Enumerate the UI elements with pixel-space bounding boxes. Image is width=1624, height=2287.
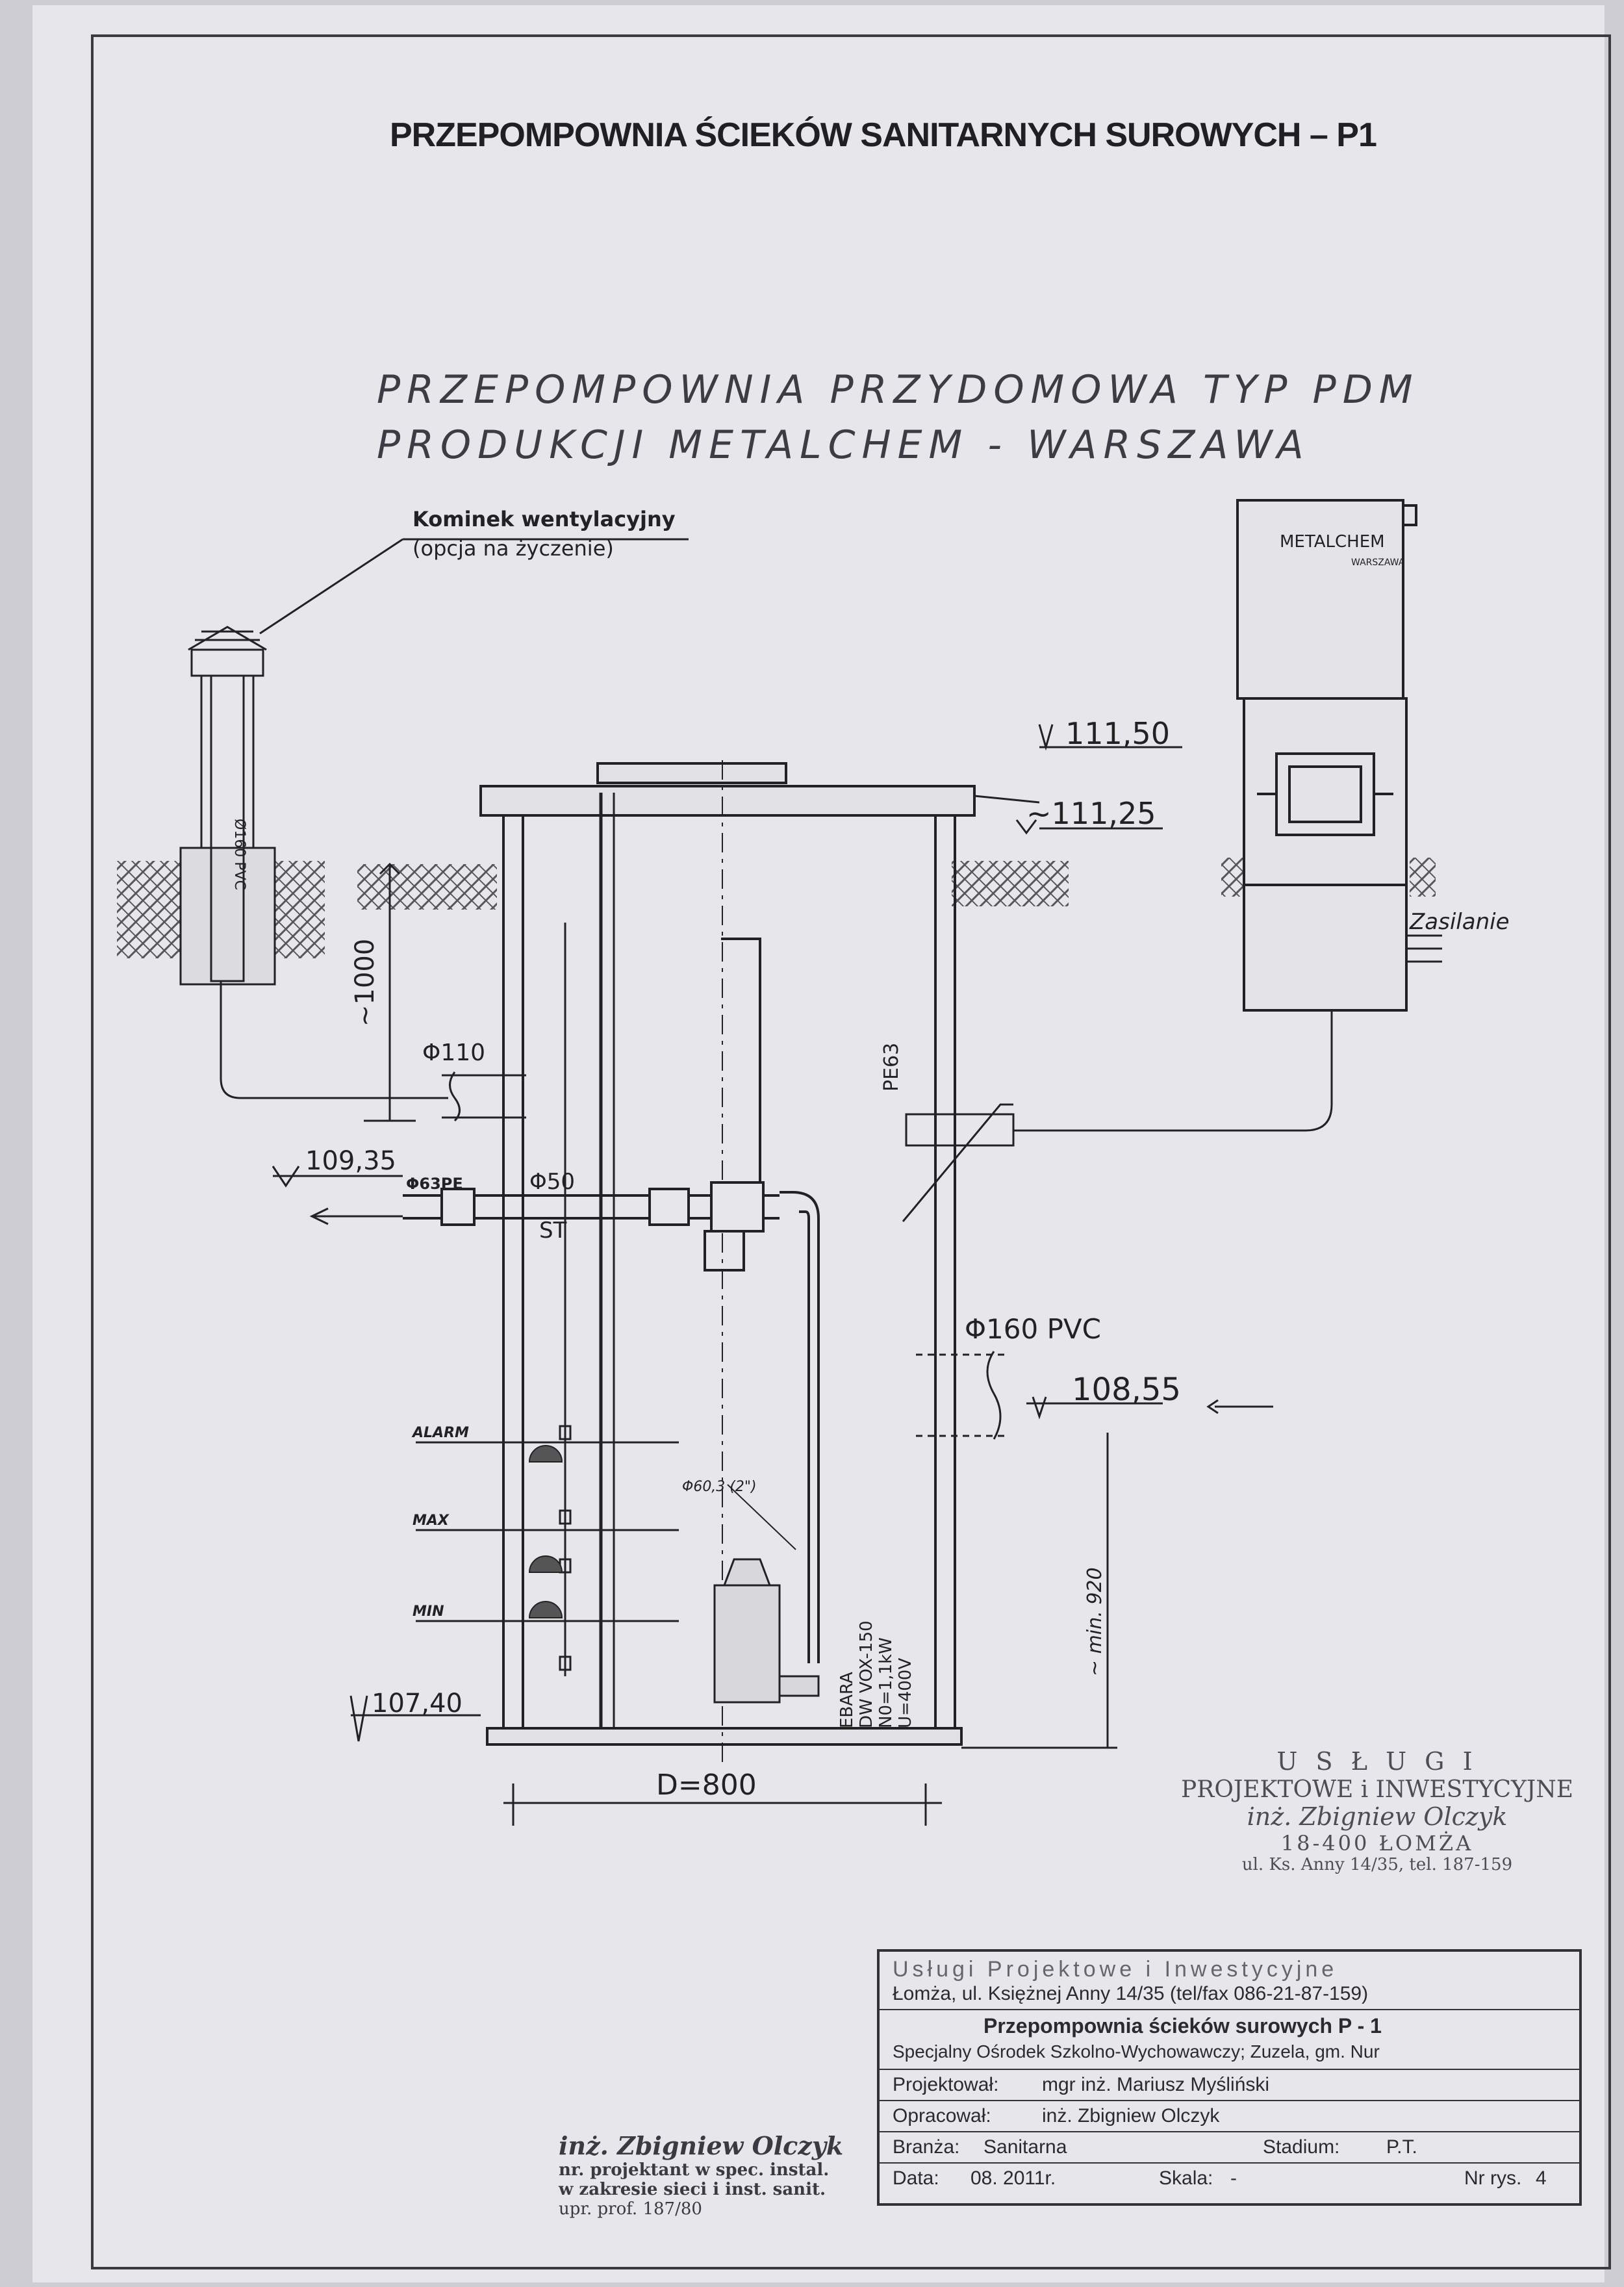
title-block: Usługi Projektowe i Inwestycyjne Łomża, … — [877, 1949, 1582, 2206]
elev-108-55: 108,55 — [1072, 1372, 1181, 1408]
stamp-line-3: inż. Zbigniew Olczyk — [1247, 1802, 1508, 1832]
depth-label: ~1000 — [350, 939, 380, 1027]
phi160-label: Φ160 PVC — [965, 1313, 1101, 1345]
tb-stage-label: Stadium: — [1263, 2136, 1340, 2158]
bottom-elevation — [349, 1695, 481, 1742]
tb-drawing-label: Nr rys. — [1464, 2167, 1522, 2189]
elev-107-40: 107,40 — [372, 1689, 463, 1718]
tb-company: Usługi Projektowe i Inwestycyjne — [893, 1957, 1338, 1982]
alarm-label: ALARM — [411, 1425, 469, 1441]
phi50-label: Φ50 — [529, 1169, 575, 1195]
pe63-cable-label: PE63 — [880, 1043, 903, 1092]
supply-lines — [1406, 934, 1442, 963]
inlet-110 — [442, 1071, 526, 1122]
drawing-sheet — [32, 5, 1611, 2282]
ground-left-mid — [357, 864, 497, 910]
float-switch-rod — [559, 923, 572, 1676]
inlet-160 — [916, 1351, 1273, 1440]
stamp-line-1: U S Ł U G I — [1276, 1747, 1478, 1776]
diameter-label: D=800 — [656, 1769, 757, 1802]
vent-chimney — [179, 626, 448, 1099]
power-cable — [902, 1010, 1333, 1222]
elev-109-35: 109,35 — [305, 1146, 396, 1176]
tb-date-label: Data: — [893, 2167, 939, 2189]
zasilanie-label: Zasilanie — [1409, 909, 1509, 935]
depth-dimension — [364, 862, 416, 1122]
main-title: PRZEPOMPOWNIA ŚCIEKÓW SANITARNYCH SUROWY… — [390, 116, 1377, 154]
signature-line-4: upr. prof. 187/80 — [559, 2199, 702, 2219]
subtitle-line-1: PRZEPOMPOWNIA PRZYDOMOWA TYP PDM — [377, 367, 1419, 413]
diameter-dimension — [503, 1783, 942, 1826]
pump-tank — [479, 760, 976, 1767]
elev-111-25: ~111,25 — [1026, 796, 1156, 831]
signature-line-3: w zakresie sieci i inst. sanit. — [559, 2180, 826, 2199]
min-label: MIN — [412, 1603, 444, 1620]
stamp-line-5: ul. Ks. Anny 14/35, tel. 187-159 — [1241, 1854, 1513, 1874]
pump-label-2: DW VOX-150 — [857, 1620, 876, 1728]
ground-cabinet-right — [1410, 858, 1436, 897]
phi110-label: Φ110 — [422, 1040, 485, 1066]
tb-address: Łomża, ul. Księżnej Anny 14/35 (tel/fax … — [893, 1983, 1369, 2004]
control-cabinet — [1236, 499, 1417, 1012]
stamp-line-4: 18-400 ŁOMŻA — [1280, 1830, 1474, 1856]
vent-note: (opcja na życzenie) — [412, 536, 614, 561]
tb-prepared-label: Opracował: — [893, 2105, 991, 2127]
designer-stamp: U S Ł U G I PROJEKTOWE i INWESTYCYJNE in… — [1156, 1747, 1598, 1874]
stamp-line-2: PROJEKTOWE i INWESTYCYJNE — [1181, 1776, 1573, 1803]
tb-scale-label: Skala: — [1159, 2167, 1213, 2189]
tb-scale: - — [1230, 2167, 1237, 2189]
top-elevations — [974, 724, 1182, 835]
tb-designer-label: Projektował: — [893, 2074, 999, 2095]
signature-line-2: nr. projektant w spec. instal. — [559, 2160, 830, 2180]
pump-label-3: N0=1,1kW — [876, 1637, 896, 1728]
submersible-pump — [713, 1558, 820, 1704]
max-label: MAX — [412, 1513, 450, 1529]
ground-right — [952, 861, 1069, 906]
pump-label-4: U=400V — [896, 1658, 915, 1728]
subtitle-line-2: PRODUKCJI METALCHEM - WARSZAWA — [377, 422, 1310, 468]
tb-project: Przepompownia ścieków surowych P - 1 — [983, 2014, 1382, 2038]
signature-line-1: inż. Zbigniew Olczyk — [559, 2131, 844, 2160]
pressure-pipe — [403, 938, 820, 1663]
tb-branch-label: Branża: — [893, 2136, 960, 2158]
tb-stage: P.T. — [1386, 2136, 1417, 2158]
cabinet-brand: METALCHEM — [1280, 532, 1385, 552]
tb-date: 08. 2011r. — [971, 2167, 1056, 2189]
st-label: ST — [539, 1218, 567, 1244]
pe63-pipe-label: Φ63PE — [406, 1175, 463, 1193]
pipe-2in-label: Φ60,3 (2") — [682, 1479, 757, 1495]
sheet-frame — [91, 34, 1611, 2269]
min920-dimension — [961, 1433, 1117, 1749]
tb-designer: mgr inż. Mariusz Myśliński — [1042, 2074, 1270, 2095]
signature-stamp: inż. Zbigniew Olczyk nr. projektant w sp… — [559, 2131, 843, 2219]
vent-pipe-label: Ø160 PVC — [231, 819, 247, 890]
min920-label: ~ min. 920 — [1084, 1567, 1106, 1676]
tb-client: Specjalny Ośrodek Szkolno-Wychowawczy; Z… — [893, 2041, 1380, 2062]
elev-111-50: 111,50 — [1065, 716, 1170, 751]
vent-leader — [259, 538, 403, 635]
cabinet-sub: WARSZAWA — [1351, 557, 1405, 568]
level-lines — [416, 1441, 679, 1622]
outlet-arrow — [272, 1166, 403, 1225]
pipe-2in-leader — [727, 1484, 796, 1550]
tb-prepared: inż. Zbigniew Olczyk — [1042, 2105, 1220, 2127]
float-balls — [528, 1445, 563, 1618]
tb-drawing-no: 4 — [1536, 2167, 1547, 2189]
tb-branch: Sanitarna — [983, 2136, 1067, 2158]
vent-label: Kominek wentylacyjny — [412, 507, 676, 531]
pump-label-1: EBARA — [837, 1672, 857, 1728]
